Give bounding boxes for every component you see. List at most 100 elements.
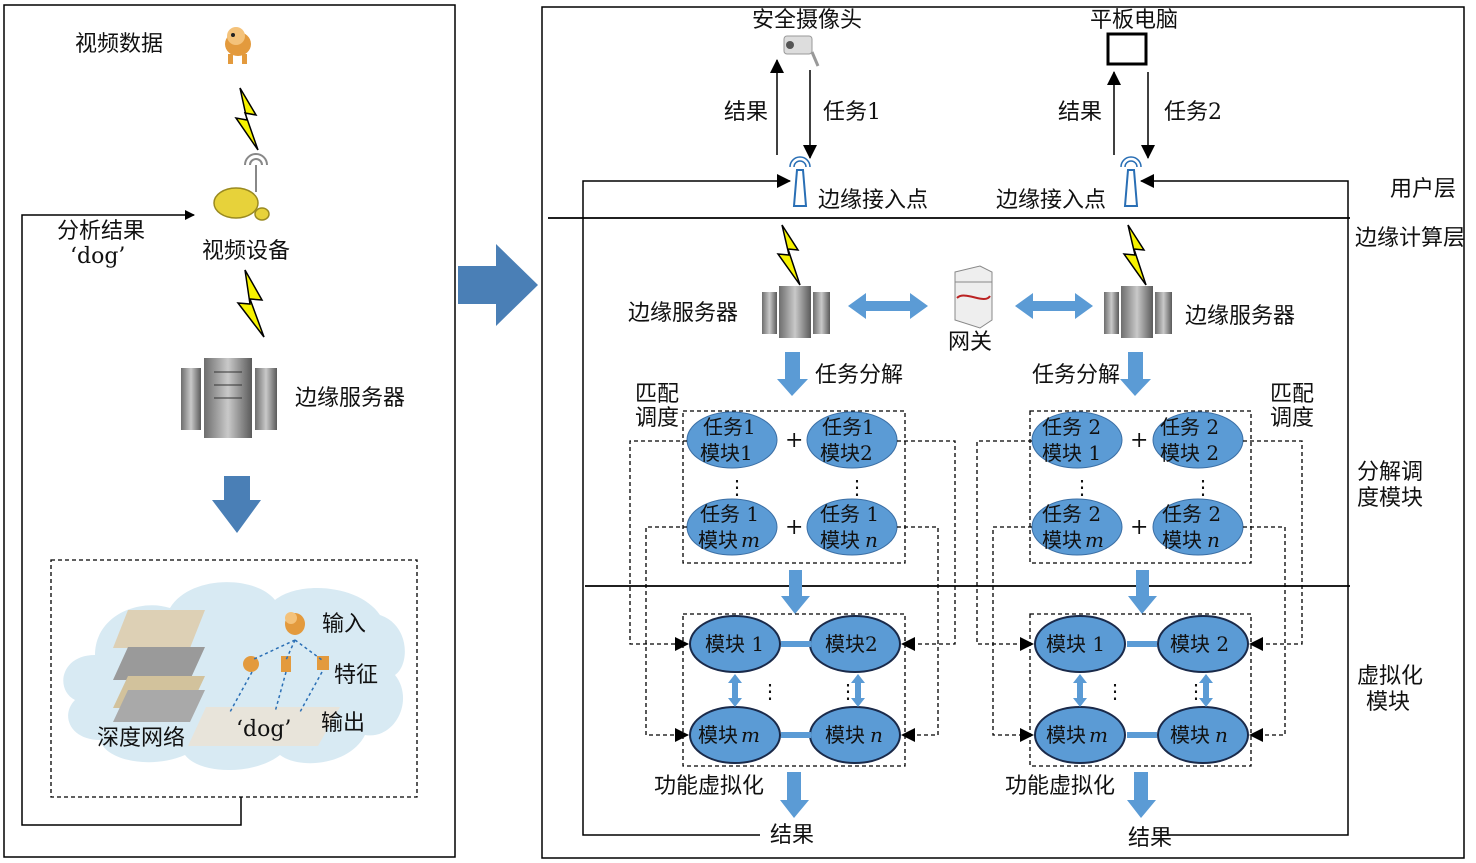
bidirectional-arrow-icon — [1015, 293, 1093, 319]
module-link — [781, 732, 811, 738]
virtual-module-box — [1029, 613, 1252, 767]
task1-label: 任务1 — [823, 100, 881, 125]
plus-sign: + — [1130, 428, 1148, 453]
feature-icon — [317, 656, 329, 670]
vertical-link-icon — [728, 674, 742, 707]
task-module-node — [686, 411, 778, 469]
edge-server-label: 边缘服务器 — [1185, 304, 1295, 329]
gateway-label: 网关 — [948, 330, 992, 355]
vertical-link-icon — [1073, 674, 1087, 707]
security-camera-icon — [783, 35, 820, 67]
camera-label: 安全摄像头 — [752, 8, 862, 33]
match-label: 匹配 — [1270, 382, 1314, 407]
virtual-module-box — [682, 613, 906, 767]
feedback-line — [582, 174, 791, 836]
virtual-module-label: 虚拟化 — [1357, 664, 1423, 689]
node-label: 模块2 — [825, 632, 878, 656]
module-link — [781, 641, 811, 647]
video-data-label: 视频数据 — [75, 32, 163, 57]
node-label: 任务1 — [822, 415, 875, 439]
input-dog-icon — [285, 612, 305, 635]
feature-icon — [281, 656, 291, 672]
down-arrow-icon — [781, 570, 810, 614]
node-label: 模块 2 — [1170, 632, 1229, 656]
node-label: 模块 1 — [1042, 441, 1101, 465]
down-arrow-icon — [1128, 570, 1157, 614]
virtual-module-label: 模块 — [1366, 690, 1410, 715]
gateway-icon — [954, 265, 993, 329]
ellipsis-dots: ⋮ — [727, 475, 747, 499]
node-label: 模块2 — [820, 441, 873, 465]
func-virtual-label: 功能虚拟化 — [654, 774, 764, 799]
vertical-link-icon — [1199, 674, 1213, 707]
module-node — [1157, 706, 1249, 764]
video-device-label: 视频设备 — [202, 239, 290, 264]
tablet-icon — [1106, 32, 1148, 66]
access-point-label: 边缘接入点 — [818, 188, 928, 213]
wireless-bolt-icon — [776, 224, 801, 286]
network-layers-icon — [113, 610, 205, 722]
wireless-bolt-icon — [1122, 224, 1147, 286]
decomp-module-label: 度模块 — [1357, 486, 1423, 511]
task-module-box — [682, 410, 906, 564]
feature-icon — [243, 656, 259, 672]
ellipsis-dots: ⋮ — [1072, 475, 1092, 499]
module-link — [1127, 641, 1157, 647]
input-label: 输入 — [322, 612, 366, 637]
result-label: 结果 — [724, 100, 768, 125]
ellipsis-dots: ⋮ — [1193, 475, 1213, 499]
result-label: 结果 — [1058, 100, 1102, 125]
access-point-icon — [789, 156, 811, 207]
node-label: 模块 1 — [705, 632, 764, 656]
ellipsis-dots: ⋮ — [838, 679, 858, 703]
feature-label: 特征 — [334, 663, 378, 688]
wireless-bolt-icon — [234, 87, 259, 151]
result-label: 结果 — [770, 823, 814, 848]
node-label: 任务 2 — [1042, 415, 1101, 439]
node-label: 任务 1 — [820, 502, 879, 526]
module-node — [1157, 615, 1249, 673]
output-box — [188, 707, 340, 746]
wireless-bolt-icon — [236, 269, 265, 338]
feature-links — [229, 639, 323, 713]
module-node — [1034, 615, 1126, 673]
edge-layer-label: 边缘计算层 — [1355, 226, 1465, 251]
dog-icon — [225, 27, 251, 64]
plus-sign: + — [785, 515, 803, 540]
down-arrow-icon — [777, 352, 808, 396]
task-module-node — [806, 411, 898, 469]
task-decomp-label: 任务分解 — [815, 363, 903, 388]
edge-server-icon — [181, 358, 277, 438]
decomp-module-label: 分解调 — [1357, 460, 1423, 485]
node-label: 模块 2 — [1160, 441, 1219, 465]
edge-server-icon — [762, 286, 830, 338]
edge-server-icon — [1104, 286, 1172, 338]
output-label: 输出 — [321, 711, 365, 736]
edge-server-label: 边缘服务器 — [295, 386, 405, 411]
deep-network-box — [50, 559, 418, 798]
down-arrow-icon — [780, 772, 809, 818]
video-device-icon — [213, 153, 270, 221]
tablet-label: 平板电脑 — [1090, 8, 1178, 33]
user-layer-label: 用户层 — [1390, 177, 1456, 202]
access-point-label: 边缘接入点 — [996, 188, 1106, 213]
node-label: 任务 2 — [1042, 502, 1101, 526]
plus-sign: + — [785, 428, 803, 453]
result-label: 结果 — [1128, 826, 1172, 851]
node-label: 模块1 — [700, 441, 753, 465]
node-label: 任务 1 — [700, 502, 759, 526]
transition-arrow-icon — [458, 244, 538, 326]
node-label: 模块 1 — [1046, 632, 1105, 656]
task-module-node — [1152, 411, 1244, 469]
deep-network-label: 深度网络 — [97, 726, 185, 751]
plus-sign: + — [1130, 515, 1148, 540]
